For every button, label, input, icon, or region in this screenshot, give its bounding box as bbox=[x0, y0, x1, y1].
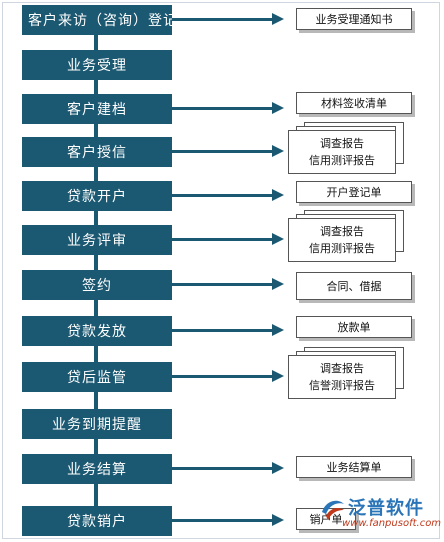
connector-12 bbox=[172, 519, 272, 522]
arrowhead-4 bbox=[272, 145, 284, 157]
doc-stack-monitoring: 调查报告 信誉测评报告 bbox=[288, 347, 416, 401]
fanpu-logo: 泛普软件 www.fanpusoft.com bbox=[320, 494, 442, 536]
arrowhead-1 bbox=[272, 13, 284, 25]
fanpu-logo-icon bbox=[322, 500, 344, 520]
logo-url: www.fanpusoft.com bbox=[342, 518, 442, 529]
step-loan-disbursement: 贷款发放 bbox=[22, 316, 172, 346]
doc-sheet-front: 调查报告 信用测评报告 bbox=[288, 218, 396, 262]
doc-contract-iou: 合同、借据 bbox=[296, 272, 412, 300]
step-customer-credit: 客户授信 bbox=[22, 137, 172, 167]
arrowhead-9 bbox=[272, 370, 284, 382]
arrowhead-12 bbox=[272, 514, 284, 526]
step-loan-account-opening: 贷款开户 bbox=[22, 181, 172, 211]
doc-line-survey-report: 调查报告 bbox=[320, 137, 364, 150]
doc-stack-review: 调查报告 信用测评报告 bbox=[288, 210, 416, 264]
step-signing: 签约 bbox=[22, 270, 172, 300]
connector-8 bbox=[172, 329, 272, 332]
diagram-frame bbox=[2, 2, 440, 539]
doc-account-opening-form: 开户登记单 bbox=[296, 181, 412, 203]
doc-material-receipt-list: 材料签收清单 bbox=[296, 92, 412, 114]
arrowhead-3 bbox=[272, 102, 284, 114]
arrowhead-5 bbox=[272, 189, 284, 201]
connector-5 bbox=[172, 194, 272, 197]
connector-11 bbox=[172, 467, 272, 470]
step-business-review: 业务评审 bbox=[22, 225, 172, 255]
logo-name: 泛普软件 bbox=[348, 498, 424, 519]
arrowhead-11 bbox=[272, 462, 284, 474]
doc-line-credit-report: 信用测评报告 bbox=[309, 242, 375, 255]
step-customer-visit-registration: 客户来访（咨询）登记 bbox=[22, 5, 177, 35]
doc-sheet-front: 调查报告 信用测评报告 bbox=[288, 130, 396, 174]
doc-line-reputation-report: 信誉测评报告 bbox=[309, 379, 375, 392]
step-business-acceptance: 业务受理 bbox=[22, 50, 172, 80]
connector-1 bbox=[172, 18, 272, 21]
doc-settlement-form: 业务结算单 bbox=[296, 456, 412, 478]
connector-9 bbox=[172, 375, 272, 378]
connector-7 bbox=[172, 283, 272, 286]
doc-line-credit-report: 信用测评报告 bbox=[309, 154, 375, 167]
doc-stack-credit: 调查报告 信用测评报告 bbox=[288, 122, 416, 176]
doc-sheet-front: 调查报告 信誉测评报告 bbox=[288, 355, 396, 399]
connector-3 bbox=[172, 107, 272, 110]
step-loan-account-closing: 贷款销户 bbox=[22, 506, 172, 536]
step-business-settlement: 业务结算 bbox=[22, 454, 172, 484]
step-customer-file: 客户建档 bbox=[22, 94, 172, 124]
arrowhead-6 bbox=[272, 233, 284, 245]
arrowhead-8 bbox=[272, 324, 284, 336]
doc-line-survey-report: 调查报告 bbox=[320, 225, 364, 238]
arrowhead-7 bbox=[272, 278, 284, 290]
connector-6 bbox=[172, 238, 272, 241]
doc-disbursement-form: 放款单 bbox=[296, 316, 412, 338]
step-maturity-reminder: 业务到期提醒 bbox=[22, 409, 172, 439]
step-post-loan-monitoring: 贷后监管 bbox=[22, 362, 172, 392]
doc-line-survey-report: 调查报告 bbox=[320, 362, 364, 375]
connector-4 bbox=[172, 150, 272, 153]
doc-business-acceptance-notice: 业务受理通知书 bbox=[296, 8, 412, 30]
